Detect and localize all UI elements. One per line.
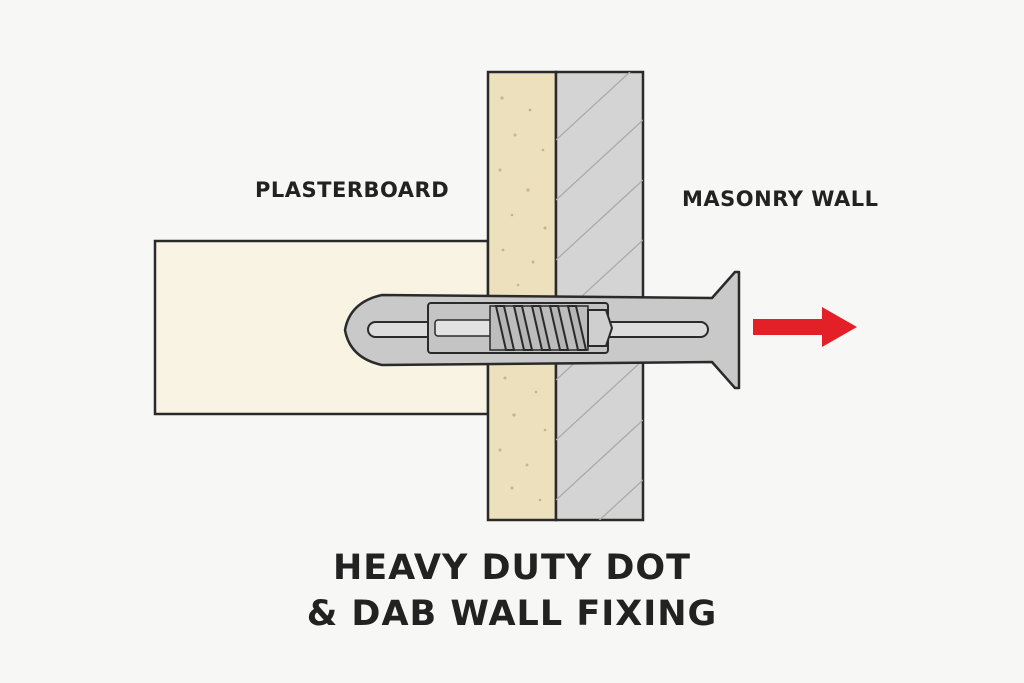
diagram-title: HEAVY DUTY DOT & DAB WALL FIXING [262, 545, 762, 637]
wall-fixing [343, 270, 741, 390]
masonry-wall-label: MASONRY WALL [682, 187, 879, 211]
title-line-2: & DAB WALL FIXING [306, 594, 718, 634]
screw-tip [587, 309, 614, 347]
screw-thread [489, 305, 589, 351]
title-line-1: HEAVY DUTY DOT [332, 548, 692, 588]
plasterboard-speckles [498, 96, 547, 502]
arrow-right-icon [753, 307, 857, 347]
plasterboard-label: PLASTERBOARD [255, 178, 450, 202]
